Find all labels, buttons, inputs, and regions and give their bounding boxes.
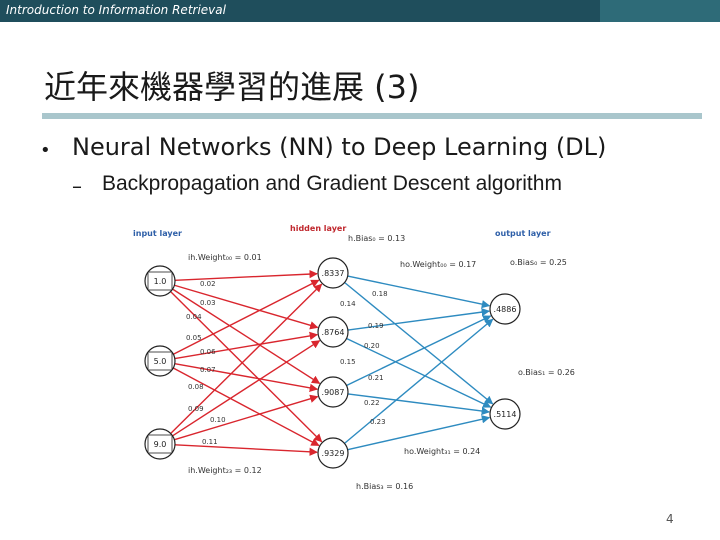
ih-weight-value: 0.05 [186, 334, 202, 342]
input-node-value: 5.0 [154, 357, 167, 366]
obias-1-label: o.Bias₁ = 0.26 [518, 368, 575, 377]
ih-weight-23-label: ih.Weight₂₃ = 0.12 [188, 466, 262, 475]
header-bar [0, 0, 720, 22]
output-node [489, 398, 521, 430]
input-hidden-edge [173, 279, 320, 355]
hidden-output-edge [347, 307, 490, 331]
hidden-output-edge [344, 318, 494, 444]
hbias-3-label: h.Bias₃ = 0.16 [356, 482, 413, 491]
ih-weight-value: 0.08 [188, 383, 204, 391]
input-node-box [147, 351, 173, 371]
ih-weight-value: 0.04 [186, 313, 202, 321]
network-nodes: 1.0 5.0 9.0 .8337 .8764 .9087 .9329 .4886 .5114 [144, 257, 521, 469]
input-node-value: 9.0 [154, 440, 167, 449]
ih-weight-value: 0.02 [200, 280, 216, 288]
ih-weight-value: 0.06 [200, 348, 216, 356]
hidden-node-value: .9329 [322, 449, 345, 458]
ho-weight-value: 0.23 [370, 418, 386, 426]
ih-weight-value: 0.09 [188, 405, 204, 413]
output-node-value: .5114 [494, 410, 517, 419]
ho-weight-value: 0.22 [364, 399, 380, 407]
header-accent [600, 0, 720, 22]
hidden-node [317, 376, 349, 408]
obias-0-label: o.Bias₀ = 0.25 [510, 258, 567, 267]
hidden-node-value: .9087 [322, 388, 345, 397]
hidden-output-edges [344, 275, 494, 451]
input-layer-label: input layer [133, 229, 182, 238]
input-node-box [147, 434, 173, 454]
input-hidden-edge [174, 444, 318, 456]
input-hidden-edge [172, 367, 320, 447]
input-hidden-edge [170, 291, 323, 443]
output-node [489, 293, 521, 325]
input-hidden-edge [174, 331, 319, 360]
input-hidden-edge [172, 288, 321, 384]
hidden-output-edge [344, 281, 494, 405]
ho-weight-value: 0.21 [368, 374, 384, 382]
page-number: 4 [666, 512, 674, 526]
ih-weight-value: 0.03 [200, 299, 216, 307]
output-node-value: .4886 [494, 305, 517, 314]
hidden-node [317, 257, 349, 289]
hidden-node [317, 437, 349, 469]
ih-weight-value: 0.11 [202, 438, 218, 446]
ih-weight-value: 0.10 [210, 416, 226, 424]
sub-bullet-text: Backpropagation and Gradient Descent alg… [102, 172, 562, 195]
ho-weight-value: 0.19 [368, 322, 384, 330]
hidden-node-value: .8764 [322, 328, 345, 337]
input-hidden-edge [174, 284, 319, 330]
ih-weight-00-label: ih.Weight₀₀ = 0.01 [188, 253, 262, 262]
ho-weight-value: 0.18 [372, 290, 388, 298]
hidden-layer-label: hidden layer [290, 224, 346, 233]
bullet-marker: • [40, 140, 51, 161]
hbias-1-label: 0.14 [340, 300, 356, 308]
ho-weight-value: 0.20 [364, 342, 380, 350]
ho-weight-31-label: ho.Weight₃₁ = 0.24 [404, 447, 480, 456]
hidden-output-edge [346, 315, 492, 387]
input-hidden-edge [174, 394, 319, 441]
hidden-node [317, 316, 349, 348]
hbias-0-label: h.Bias₀ = 0.13 [348, 234, 405, 243]
input-hidden-edge [172, 340, 321, 437]
sub-bullet-marker: – [72, 174, 82, 198]
ho-weight-00-label: ho.Weight₀₀ = 0.17 [400, 260, 476, 269]
input-hidden-edge [174, 362, 319, 392]
title-underline [42, 113, 702, 119]
slide-title: 近年來機器學習的進展 (3) [44, 68, 420, 106]
hidden-node-value: .8337 [322, 269, 345, 278]
hidden-output-edge [347, 393, 490, 416]
output-layer-label: output layer [495, 229, 551, 238]
input-node-box [147, 271, 173, 291]
hidden-output-edge [347, 275, 491, 309]
hidden-output-edge [346, 337, 492, 408]
bullet-text: Neural Networks (NN) to Deep Learning (D… [72, 133, 607, 161]
input-node-value: 1.0 [154, 277, 167, 286]
input-hidden-edge [170, 283, 323, 434]
input-hidden-edge [174, 269, 318, 282]
hidden-output-edge [347, 415, 491, 451]
hbias-2-label: 0.15 [340, 358, 356, 366]
input-hidden-edges [170, 269, 323, 456]
course-title: Introduction to Information Retrieval [6, 3, 226, 17]
ih-weight-value: 0.07 [200, 366, 216, 374]
